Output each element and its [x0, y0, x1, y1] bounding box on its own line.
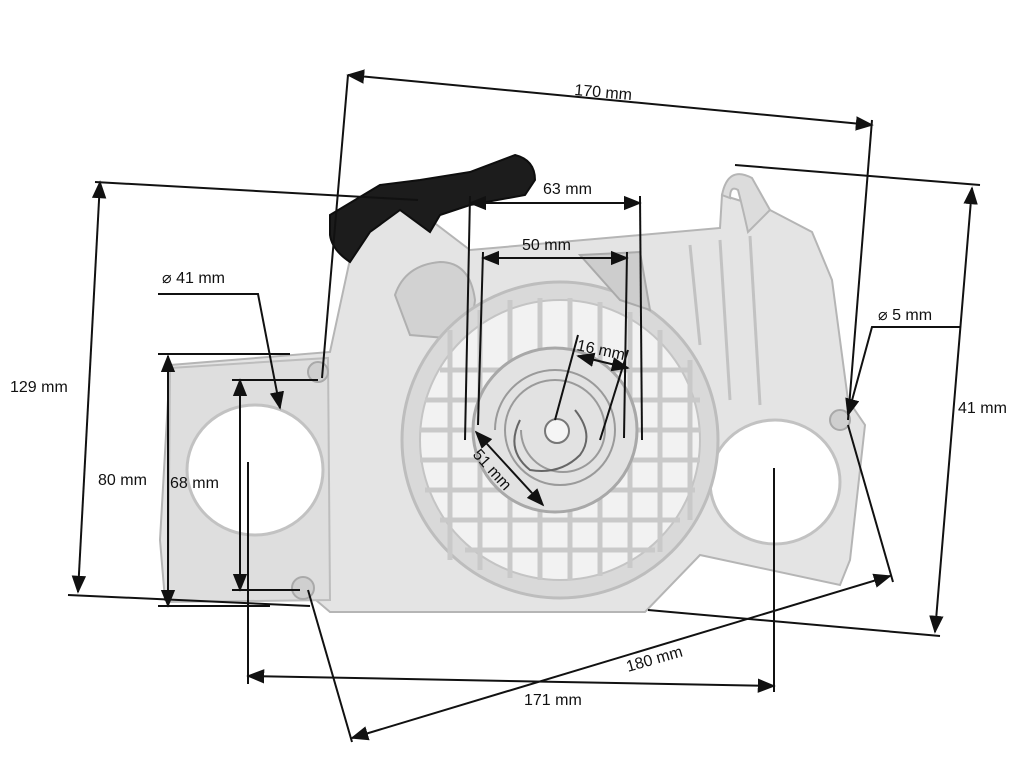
label-bore-diameter: ⌀ 41 mm	[162, 270, 225, 287]
ext-170-left	[321, 74, 349, 379]
ext-41-bottom	[647, 609, 941, 637]
left-bottom-hole	[291, 576, 315, 600]
dim-line-41	[929, 186, 978, 634]
ext-50-left	[477, 251, 484, 426]
leader-bore-41	[158, 293, 284, 410]
right-hole	[829, 409, 851, 431]
ext-180-left	[307, 589, 353, 743]
ext-63-right	[639, 195, 643, 441]
label-overall-height: 129 mm	[10, 379, 68, 396]
ext-41-top	[734, 164, 981, 186]
dim-line-170	[346, 69, 874, 131]
label-width-50: 50 mm	[522, 237, 571, 254]
pulley-hub	[544, 418, 570, 444]
ext-129-bottom	[67, 594, 311, 607]
label-hole-diameter: ⌀ 5 mm	[878, 307, 932, 324]
leader-hole-5	[845, 326, 960, 417]
starter-housing	[158, 153, 867, 613]
side-ribs	[688, 235, 762, 406]
label-right-height: 41 mm	[958, 400, 1007, 417]
left-mount-bore	[185, 403, 325, 537]
ext-16-right	[599, 349, 629, 441]
dim-line-51	[474, 430, 545, 507]
ext-129-top	[94, 181, 419, 201]
label-overall-width: 170 mm	[574, 82, 633, 104]
label-center-171: 171 mm	[524, 692, 582, 709]
dimension-lines	[67, 69, 981, 743]
ext-63-left	[464, 195, 471, 441]
dim-line-16	[576, 352, 630, 372]
ext-16-left	[554, 334, 579, 421]
hook-bracket	[720, 173, 772, 234]
dim-line-129	[71, 180, 107, 594]
label-mount-height-inner: 68 mm	[170, 475, 219, 492]
label-width-63: 63 mm	[543, 181, 592, 198]
dim-line-171	[246, 669, 776, 693]
ext-180-right	[847, 424, 894, 583]
ext-170-right	[847, 119, 873, 421]
ext-50-right	[623, 251, 628, 439]
dim-line-180	[350, 573, 892, 741]
label-mount-height-outer: 80 mm	[98, 472, 147, 489]
label-diagonal-180: 180 mm	[624, 644, 684, 676]
